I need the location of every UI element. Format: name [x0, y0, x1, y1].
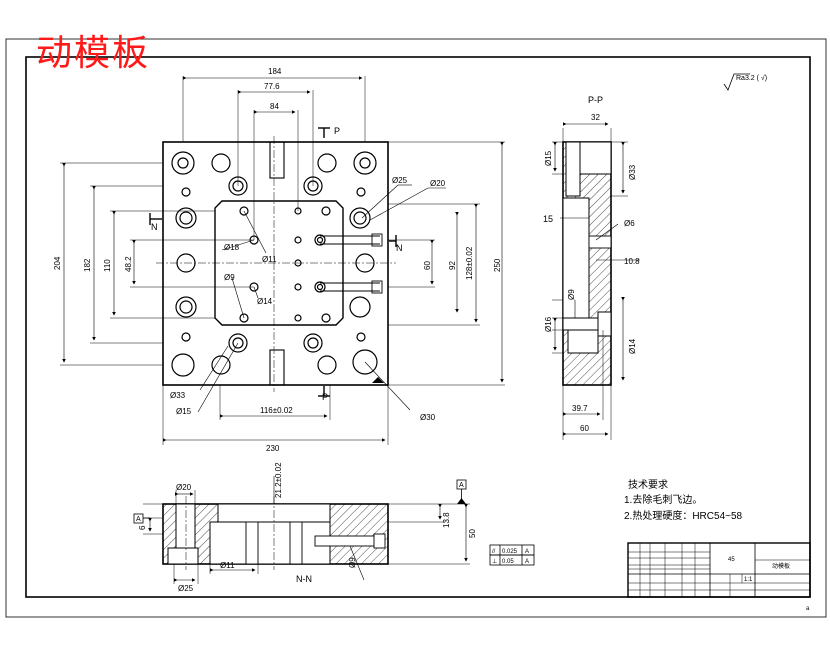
- dim-110: 110: [103, 259, 112, 272]
- dia-15: Ø15: [176, 407, 192, 416]
- dia-33: Ø33: [170, 391, 186, 400]
- gdt-2-datum: A: [525, 559, 529, 565]
- dim-184: 184: [268, 67, 282, 76]
- side-dim-32: 32: [591, 113, 600, 122]
- dia-18: Ø18: [224, 243, 240, 252]
- dia-11: Ø11: [262, 255, 277, 264]
- front-dim-50: 50: [468, 529, 477, 538]
- cut-mark-p-bottom: P: [322, 392, 328, 402]
- cut-mark-n-right: N: [396, 243, 403, 253]
- dia-25: Ø25: [392, 176, 408, 185]
- dia-20: Ø20: [430, 179, 446, 188]
- tech-req-item-1: 1.去除毛刺飞边。: [624, 493, 702, 506]
- dim-182: 182: [83, 258, 92, 272]
- cut-mark-p-top: P: [334, 126, 340, 136]
- dim-84: 84: [270, 102, 279, 111]
- gdt-2-value: 0.05: [502, 559, 514, 565]
- dim-77-6: 77.6: [264, 82, 280, 91]
- gdt-1-value: 0.025: [502, 549, 518, 555]
- side-dia-16: Ø16: [544, 316, 553, 332]
- dim-250: 250: [493, 258, 502, 272]
- side-dia-6: Ø6: [624, 219, 635, 228]
- dim-128: 128±0.02: [465, 246, 474, 280]
- side-dim-15: 15: [543, 214, 553, 224]
- dia-14: Ø14: [257, 297, 273, 306]
- top-view: [60, 76, 505, 445]
- roughness-icon: [723, 73, 750, 91]
- front-dim-13-8: 13.8: [442, 512, 451, 528]
- side-dim-10-8: 10.8: [624, 257, 640, 266]
- gdt-1-datum: A: [525, 549, 529, 555]
- dim-116: 116±0.02: [260, 406, 293, 415]
- title-block-name: 动模板: [772, 562, 790, 570]
- title-block-material: 45: [728, 557, 735, 563]
- dim-48-2: 48.2: [124, 256, 133, 272]
- dim-204: 204: [53, 256, 62, 270]
- datum-a-label-left: A: [136, 516, 141, 523]
- side-dia-14: Ø14: [628, 338, 637, 354]
- side-dia-15: Ø15: [544, 150, 553, 166]
- front-dim-6: 6: [138, 525, 147, 530]
- cut-mark-n-left: N: [151, 222, 158, 232]
- cavity-pocket: [214, 200, 344, 326]
- side-dia-33: Ø33: [628, 164, 637, 180]
- section-nn-view: [133, 476, 535, 584]
- dim-92: 92: [448, 261, 457, 270]
- front-dia-20: Ø20: [176, 483, 192, 492]
- tech-req-title: 技术要求: [628, 478, 668, 491]
- front-dia-11: Ø11: [220, 561, 235, 570]
- tech-req-item-2: 2.热处理硬度：HRC54~58: [624, 509, 743, 522]
- title-block: [627, 542, 811, 598]
- front-dia-9: Ø9: [348, 557, 357, 568]
- title-block-scale: 1:1: [744, 577, 753, 583]
- corner-mark: a: [806, 606, 810, 612]
- inner-border: [25, 56, 811, 598]
- dia-30: Ø30: [420, 413, 436, 422]
- outer-border: [5, 38, 827, 618]
- section-pp-label: P-P: [588, 95, 603, 105]
- gdt-1-symbol: //: [492, 549, 496, 555]
- drawing-title: 动模板: [36, 33, 151, 74]
- dim-60: 60: [423, 261, 432, 270]
- section-pp-view: [552, 122, 640, 440]
- labels: Ra3.2 ( √) P-P N-N P P N N 184 77.6 84 2…: [53, 67, 810, 612]
- side-dim-39-7: 39.7: [572, 404, 588, 413]
- dia-9: Ø9: [224, 273, 235, 282]
- section-nn-label: N-N: [296, 574, 312, 584]
- front-dia-25: Ø25: [178, 584, 194, 593]
- roughness-note: Ra3.2 ( √): [736, 74, 767, 82]
- side-dim-60: 60: [580, 424, 589, 433]
- side-dia-9: Ø9: [567, 289, 576, 300]
- datum-a-label: A: [459, 482, 464, 489]
- front-dim-21-2: 21.2±0.02: [274, 462, 283, 498]
- dim-230: 230: [266, 444, 280, 453]
- gdt-2-symbol: ⊥: [492, 558, 497, 565]
